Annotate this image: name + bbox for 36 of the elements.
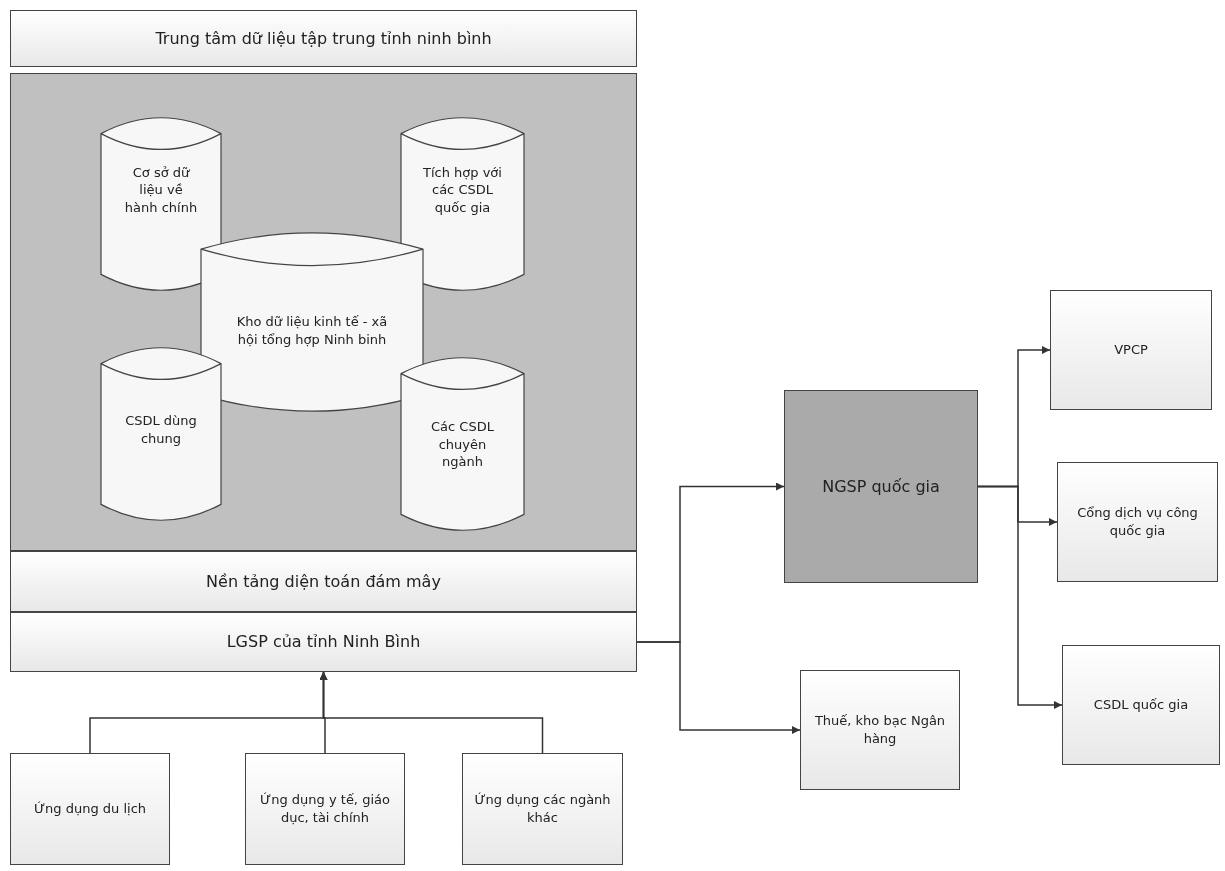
container-panel	[10, 73, 637, 551]
process-box	[10, 753, 170, 865]
node-label: Cơ sở dữ liệu về hành chính	[123, 163, 199, 217]
process-box	[800, 670, 960, 790]
node-label: Kho dữ liệu kinh tế - xã hội tổng hợp Ninh binh	[235, 313, 389, 349]
process-box	[10, 10, 637, 67]
database-cylinder	[101, 346, 221, 522]
node-label: CSDL dùng chung	[124, 412, 198, 448]
process-box	[1062, 645, 1220, 765]
node-label: Trung tâm dữ liệu tập trung tỉnh ninh bình	[154, 27, 493, 50]
node-label: VPCP	[1113, 341, 1149, 359]
process-box	[1057, 462, 1218, 582]
process-box	[245, 753, 405, 865]
node-label: Các CSDL chuyên ngành	[430, 417, 495, 471]
arrow	[977, 485, 1063, 709]
process-box	[10, 551, 637, 612]
node-label: Thuế, kho bạc Ngân hàng	[813, 712, 947, 748]
arrow	[319, 671, 544, 754]
node-label: Ứng dụng du lịch	[32, 800, 148, 818]
process-box	[1050, 290, 1212, 410]
database-cylinder	[101, 116, 221, 292]
process-box	[462, 753, 623, 865]
node-label: LGSP của tỉnh Ninh Bình	[225, 631, 422, 653]
database-cylinder	[401, 356, 524, 532]
arrow	[636, 641, 801, 734]
node-label: CSDL quốc gia	[1092, 696, 1190, 714]
node-label: Tích hợp với các CSDL quốc gia	[422, 163, 503, 217]
database-cylinder	[201, 231, 423, 413]
node-label: Cổng dịch vụ công quốc gia	[1076, 504, 1199, 540]
process-box	[784, 390, 978, 583]
node-label: NGSP quốc gia	[821, 475, 941, 498]
node-label: Ứng dụng y tế, giáo dục, tài chính	[259, 791, 391, 827]
node-label: Ứng dụng các ngành khác	[473, 791, 612, 827]
node-label: Nền tảng diện toán đám mây	[205, 570, 442, 593]
process-box	[10, 612, 637, 672]
database-cylinder	[401, 116, 524, 292]
